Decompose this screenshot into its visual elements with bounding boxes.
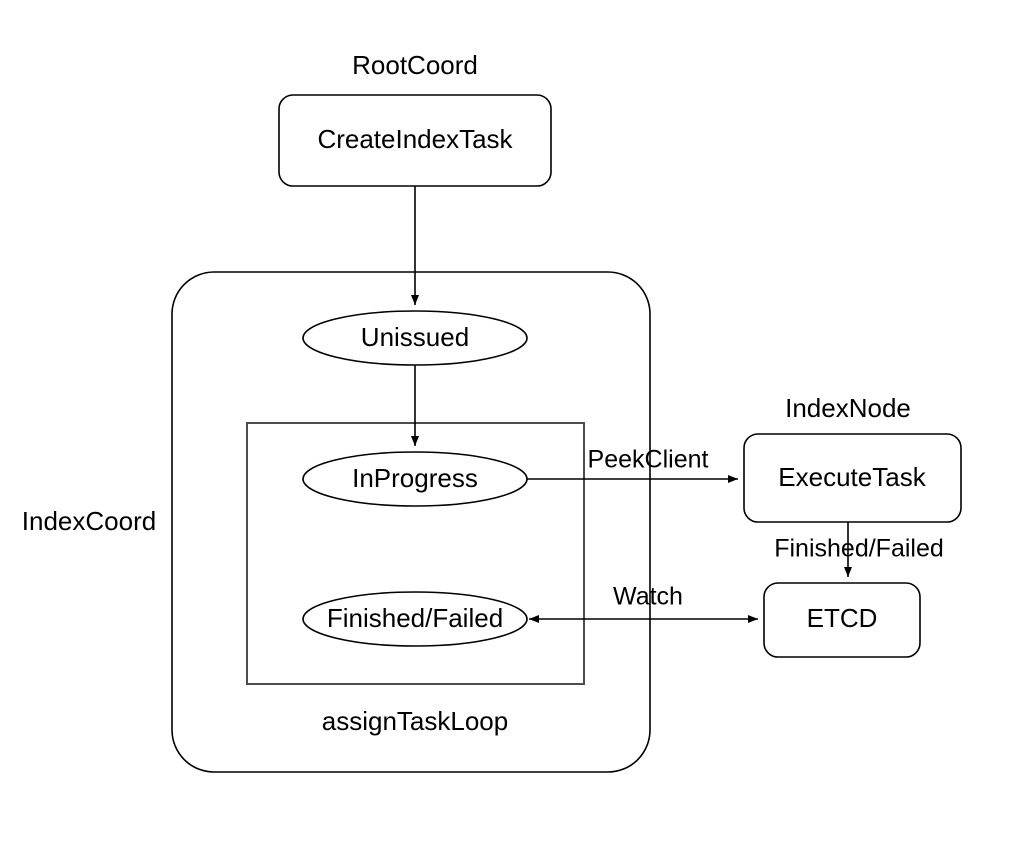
execute-task-label: ExecuteTask bbox=[778, 462, 926, 492]
group-label-assigntaskloop: assignTaskLoop bbox=[322, 706, 508, 736]
unissued-label: Unissued bbox=[361, 322, 469, 352]
indexcoord-container[interactable] bbox=[171, 271, 651, 773]
node-etcd[interactable]: ETCD bbox=[763, 582, 921, 658]
inprogress-label: InProgress bbox=[352, 463, 478, 493]
unissued-ellipse[interactable] bbox=[302, 310, 528, 366]
group-label-indexnode: IndexNode bbox=[785, 393, 911, 423]
node-inprogress[interactable]: InProgress bbox=[302, 451, 528, 507]
create-index-task-box[interactable] bbox=[278, 94, 552, 187]
edge-label-finished-failed: Finished/Failed bbox=[774, 535, 944, 563]
node-finished-failed-state[interactable]: Finished/Failed bbox=[302, 591, 528, 647]
etcd-box[interactable] bbox=[763, 582, 921, 658]
create-index-task-label: CreateIndexTask bbox=[317, 124, 513, 154]
edge-label-watch: Watch bbox=[613, 583, 683, 611]
inprogress-ellipse[interactable] bbox=[302, 451, 528, 507]
edge-label-peekclient: PeekClient bbox=[588, 446, 709, 474]
node-create-index-task[interactable]: CreateIndexTask bbox=[278, 94, 552, 187]
group-label-indexcoord: IndexCoord bbox=[22, 506, 156, 536]
edge-etcd-to-finishedfailed: Watch bbox=[529, 583, 758, 623]
execute-task-box[interactable] bbox=[743, 433, 962, 523]
node-unissued[interactable]: Unissued bbox=[302, 310, 528, 366]
finished-failed-ellipse[interactable] bbox=[302, 591, 528, 647]
etcd-label: ETCD bbox=[807, 603, 878, 633]
edge-executetask-to-etcd: Finished/Failed bbox=[774, 522, 944, 577]
group-indexcoord[interactable]: IndexCoord bbox=[22, 271, 651, 773]
node-execute-task[interactable]: ExecuteTask bbox=[743, 433, 962, 523]
group-label-rootcoord: RootCoord bbox=[352, 50, 478, 80]
edge-inprogress-to-executetask: PeekClient bbox=[520, 446, 738, 483]
finished-failed-label: Finished/Failed bbox=[327, 603, 503, 633]
